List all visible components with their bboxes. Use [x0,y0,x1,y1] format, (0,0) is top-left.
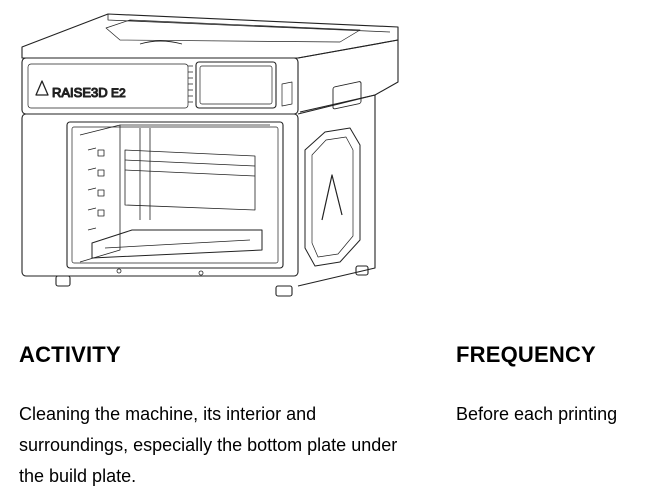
vent-grille [188,65,193,103]
build-chamber-interior [79,124,270,263]
printer-foot [275,285,293,297]
logo-mark [35,80,49,96]
touch-screen [195,61,277,109]
printer-foot [55,275,71,287]
frequency-value: Before each printing [456,404,618,424]
build-plate [91,229,263,259]
model-label: E2 [111,86,126,100]
frequency-heading: FREQUENCY [456,342,596,367]
printer-illustration: RAISE3D E2 [21,13,399,297]
printer-foot [355,265,369,276]
side-door [304,127,361,267]
activity-description: Cleaning the machine, its interior and s… [19,404,398,486]
activity-heading: ACTIVITY [19,342,121,367]
printer-body [21,113,299,277]
brand-logo-text: RAISE3D [52,85,108,100]
build-chamber-window [66,121,284,269]
printer-lid [21,13,399,59]
